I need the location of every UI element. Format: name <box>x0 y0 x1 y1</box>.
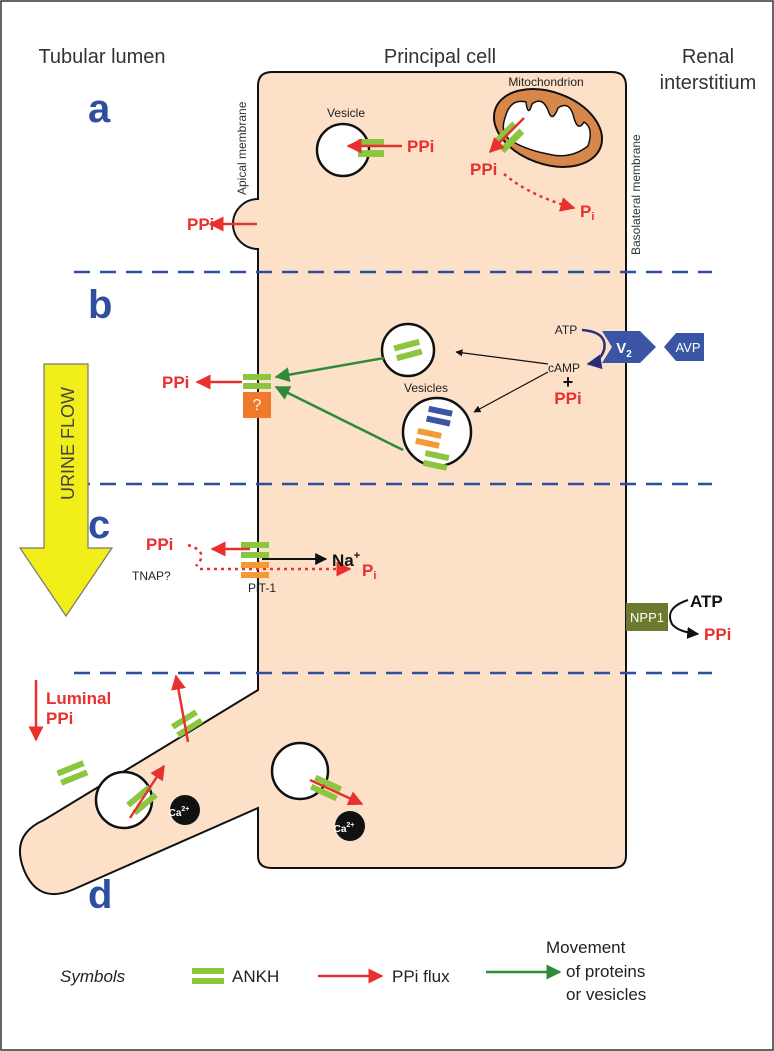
urine-flow-arrow <box>18 363 114 618</box>
ankh-vesicle-a-2 <box>358 150 384 157</box>
v2-label: V2 <box>616 340 632 360</box>
ankh-vesicle-d-process <box>126 784 158 816</box>
ppi-flux-arrow-mito <box>488 117 525 154</box>
unknown-transporter <box>243 392 271 418</box>
ankh-apical-b <box>243 374 271 380</box>
pi-a: Pi <box>580 202 594 223</box>
ankh-vesicle-d-cell <box>309 774 343 802</box>
legend-ankh-label: ANKH <box>232 967 279 986</box>
npp1-enzyme <box>626 603 668 631</box>
calcium-label-process: Ca2+ <box>169 806 190 819</box>
vesicle-b-cargo <box>415 405 453 471</box>
ppi-secreted-a: PPi <box>187 215 214 234</box>
avp-hormone <box>664 333 704 361</box>
atp-label-b: ATP <box>555 323 577 337</box>
movement-arrow-top <box>274 356 385 383</box>
atp-c-label: ATP <box>690 592 723 611</box>
v2-receptor <box>602 331 656 363</box>
ankh-apical-b-2 <box>243 383 271 389</box>
avp-label: AVP <box>675 340 700 355</box>
atp-camp-conversion-arrow <box>581 328 606 370</box>
ppi-mito: PPi <box>470 160 497 179</box>
legend-ankh-symbol <box>192 968 224 974</box>
apical-membrane-label: Apical membrane <box>235 101 249 195</box>
panel-letter-c: c <box>88 503 110 547</box>
ppi-vesicle-a: PPi <box>407 137 434 156</box>
luminal-ppi-label: PPi <box>46 709 73 728</box>
ppi-flux-arrow-vesicle-d <box>128 764 166 819</box>
unknown-transporter-label: ? <box>253 397 262 414</box>
na-label: Na+ <box>332 550 360 570</box>
camp-arrow-to-vesicle-bottom <box>473 371 549 413</box>
header-renal: Renal <box>682 46 734 68</box>
ppi-flux-arrow-cell-d <box>309 778 364 806</box>
pit1-label: PiT-1 <box>248 581 276 595</box>
pit1-transporter <box>241 562 269 568</box>
mitochondrion-label: Mitochondrion <box>508 75 583 89</box>
npp1-arrow <box>669 599 700 639</box>
panel-letter-b: b <box>88 283 112 327</box>
header-principal-cell: Principal cell <box>384 46 496 68</box>
legend-title: Symbols <box>60 967 126 986</box>
vesicle-b-top <box>380 322 436 378</box>
luminal-label: Luminal <box>46 689 111 708</box>
legend-movement-line3: or vesicles <box>566 985 646 1004</box>
mitochondrion-cristae <box>502 100 591 157</box>
plus-label: + <box>563 372 574 392</box>
tnap-label: TNAP? <box>132 569 171 583</box>
calcium-ion-process <box>170 795 200 825</box>
legend-flux-label: PPi flux <box>392 967 450 986</box>
tnap-curve <box>187 543 203 567</box>
calcium-ion-cell <box>335 811 365 841</box>
npp1-label: NPP1 <box>630 610 664 625</box>
pit1-transporter-2 <box>241 572 269 578</box>
legend-ankh-symbol-2 <box>192 978 224 984</box>
header-interstitium: interstitium <box>660 72 757 94</box>
ppi-out-b: PPi <box>162 373 189 392</box>
ppi-flux-arrow-process <box>171 674 190 743</box>
camp-label: cAMP <box>548 361 580 375</box>
vesicles-label: Vesicles <box>404 381 448 395</box>
urine-flow-label: URINE FLOW <box>58 387 78 500</box>
movement-arrow-bottom <box>274 385 404 452</box>
npp1-ppi: PPi <box>704 625 731 644</box>
header-tubular-lumen: Tubular lumen <box>38 46 165 68</box>
ankh-vesicle-b-top <box>393 338 423 362</box>
pi-c: Pi <box>362 561 376 582</box>
ankh-process-membrane-left <box>56 760 89 786</box>
ankh-vesicle-a <box>358 139 384 146</box>
legend-movement-line2: of proteins <box>566 962 645 981</box>
hydrolysis-arrow-a <box>503 173 576 212</box>
vesicle-label: Vesicle <box>327 106 365 120</box>
calcium-label-cell: Ca2+ <box>334 822 355 835</box>
ankh-apical-c <box>241 542 269 548</box>
vesicle-d-process <box>94 770 154 830</box>
legend-movement-line1: Movement <box>546 938 626 957</box>
camp-arrow-to-vesicle-top <box>455 349 549 365</box>
ppi-c: PPi <box>146 535 173 554</box>
basolateral-membrane-label: Basolateral membrane <box>629 134 643 255</box>
panel-letter-a: a <box>88 87 111 131</box>
ppi-b-intracellular: PPi <box>554 389 581 408</box>
ankh-apical-c-2 <box>241 552 269 558</box>
panel-letter-d: d <box>88 873 112 917</box>
